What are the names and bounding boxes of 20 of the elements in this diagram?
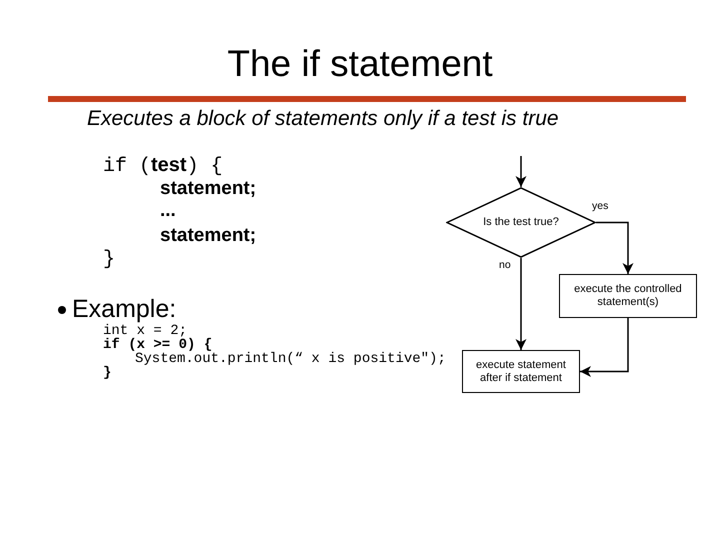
code-line: int x = 2; [103,324,188,338]
code-line: } [103,366,112,380]
code-line: statement; [160,177,256,201]
arrow [516,258,526,350]
edge-label: yes [592,200,608,212]
arrow [596,222,634,274]
code-line: System.out.println(“ x is positive"); [135,352,446,366]
arrow [516,156,526,187]
bullet-text: Example: [72,294,176,324]
edge-label: no [499,259,511,271]
code-line: ... [160,199,176,223]
arrow [580,318,629,377]
code-line: statement; [160,224,256,248]
code-line: if (test) { [103,153,223,179]
slide-title: The if statement [227,42,493,86]
process-box: execute the controlled statement(s) [559,274,697,318]
code-line: if (x >= 0) { [103,338,212,352]
process-box: execute statement after if statement [462,350,580,393]
code-line: } [103,248,116,272]
subtitle: Executes a block of statements only if a test is true [87,106,559,132]
